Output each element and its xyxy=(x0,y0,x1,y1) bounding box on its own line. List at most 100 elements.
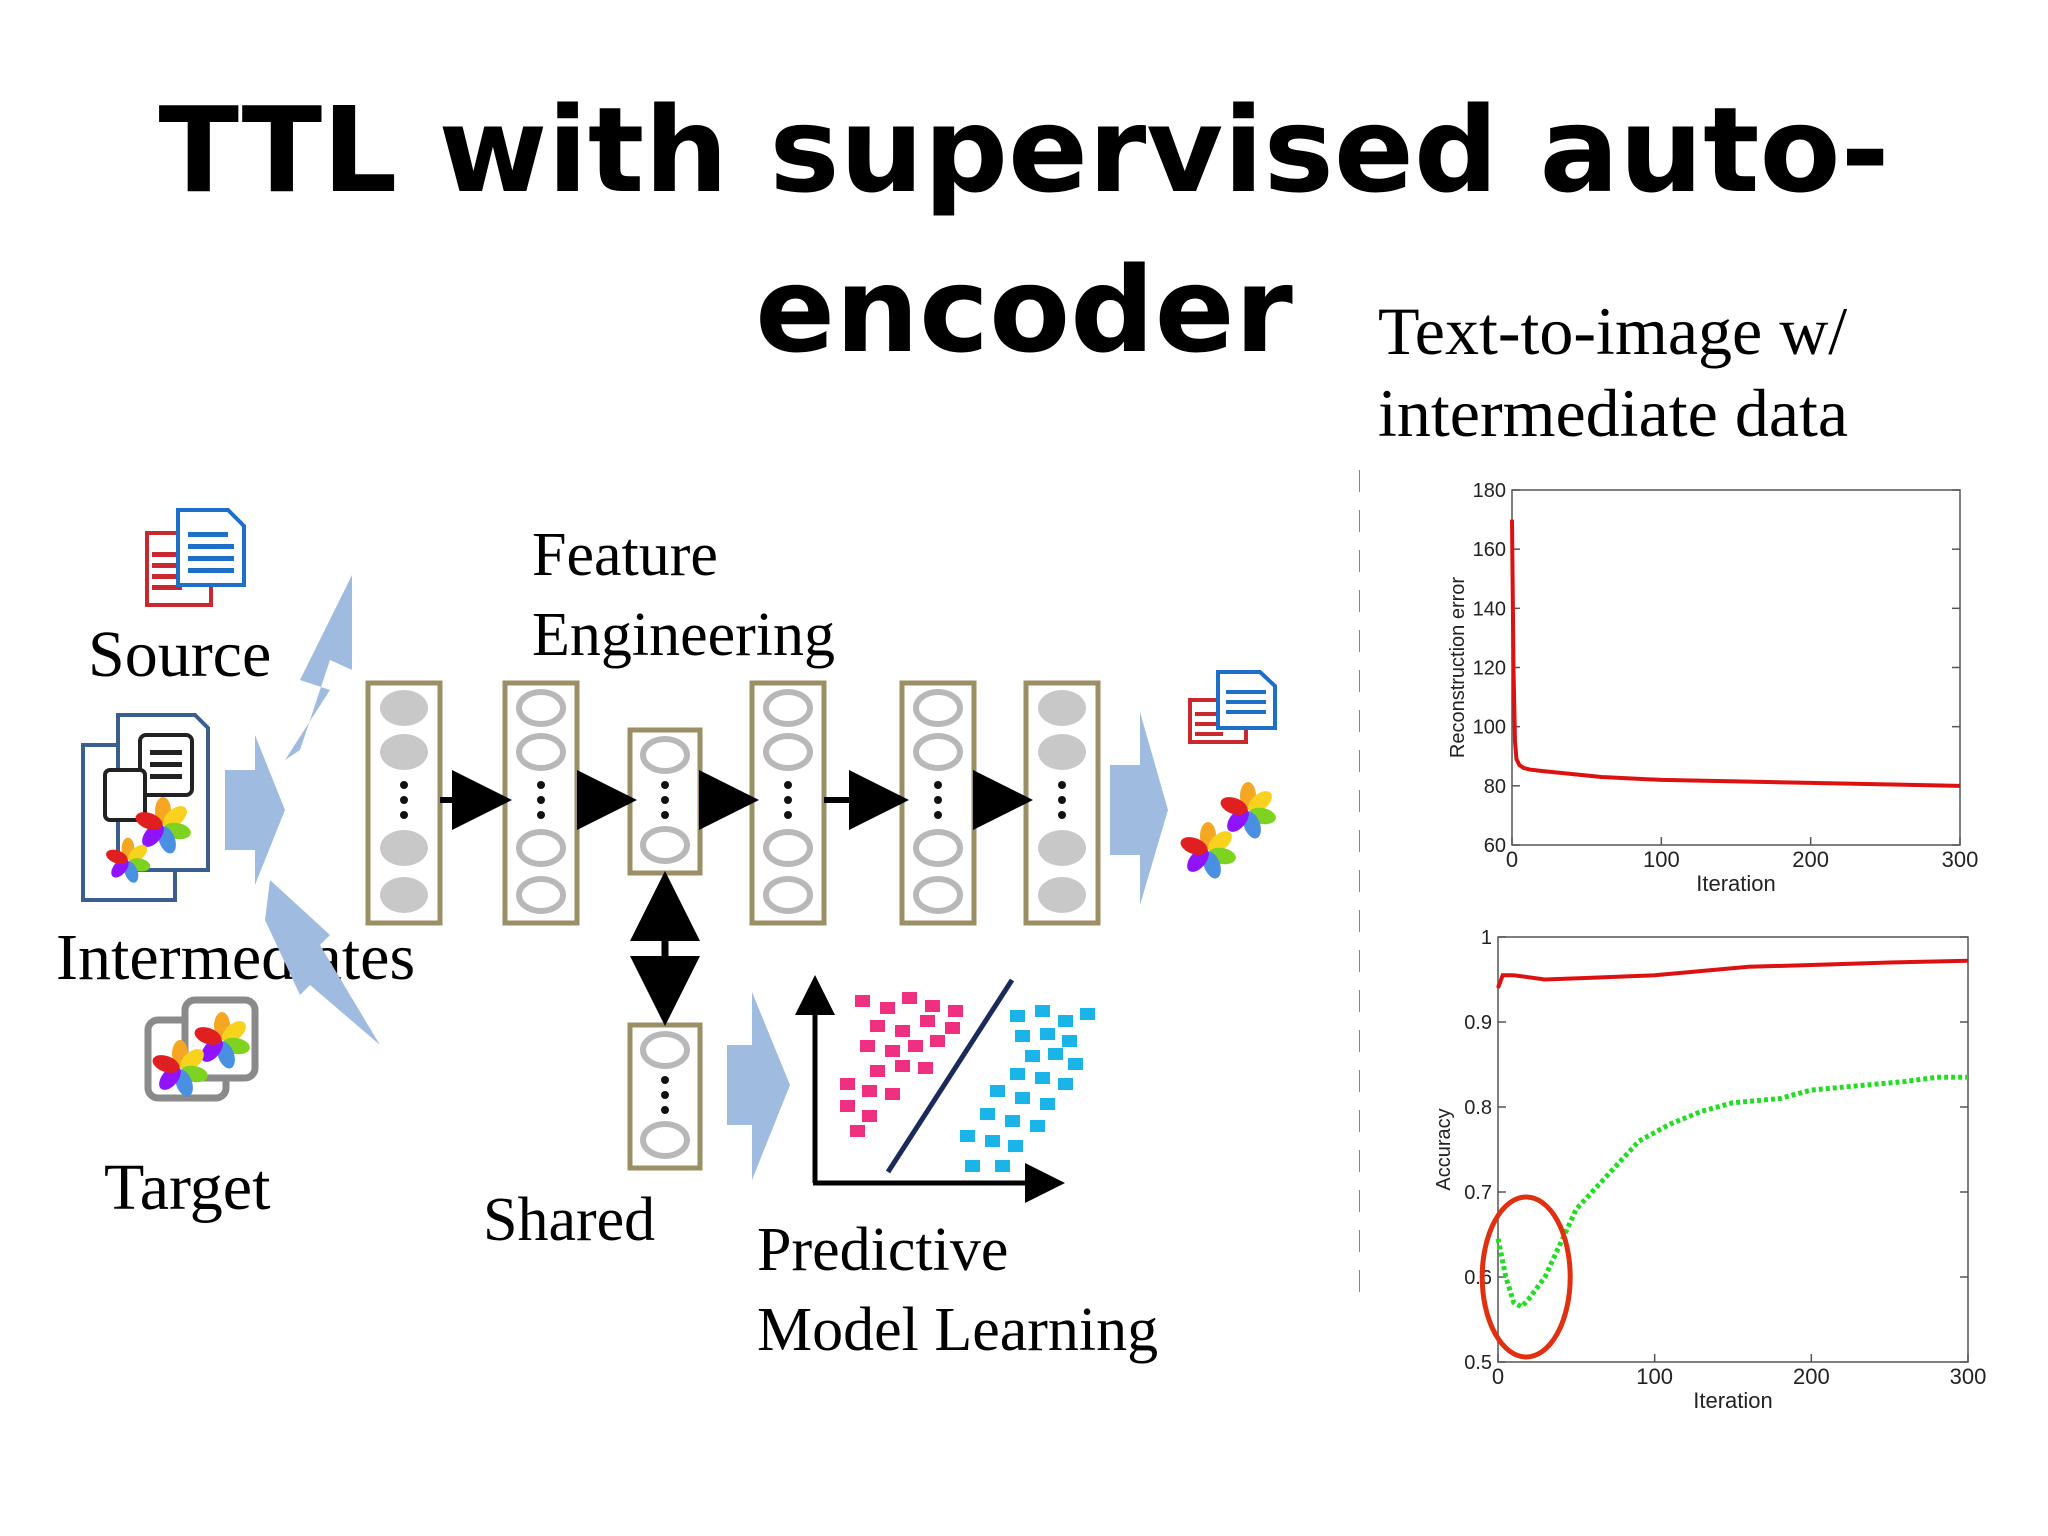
layer-encoder-1 xyxy=(502,680,580,926)
y-tick-label: 140 xyxy=(1473,598,1506,620)
x-tick-label: 300 xyxy=(1950,1364,1987,1389)
class-b-point xyxy=(1035,1005,1050,1017)
class-a-point xyxy=(945,1022,960,1034)
y-tick-label: 0.9 xyxy=(1464,1012,1492,1034)
y-tick-label: 160 xyxy=(1473,539,1506,561)
source-label: Source xyxy=(88,618,272,691)
y-tick-label: 120 xyxy=(1473,658,1506,680)
class-b-point xyxy=(1068,1058,1083,1070)
class-a-point xyxy=(908,1040,923,1052)
x-tick-label: 300 xyxy=(1942,847,1979,872)
feature-label-2: Engineering xyxy=(532,601,836,669)
source-input-arrow xyxy=(285,575,352,760)
class-b-point xyxy=(1010,1010,1025,1022)
x-axis-label: Iteration xyxy=(1693,1388,1773,1413)
source-document-icon xyxy=(145,508,246,607)
plot-frame xyxy=(1511,489,1961,846)
class-b-point xyxy=(1040,1098,1055,1110)
title-line-1: TTL with supervised auto- xyxy=(158,81,1890,219)
layer-decoder-2 xyxy=(899,680,977,926)
class-b-point xyxy=(995,1160,1010,1172)
layer-shared xyxy=(627,1022,703,1171)
class-a-point xyxy=(850,1125,865,1137)
class-b-point xyxy=(990,1085,1005,1097)
predictive-label-1: Predictive xyxy=(757,1216,1009,1284)
decision-boundary xyxy=(885,978,1015,1174)
class-a-point xyxy=(870,1020,885,1032)
highlight-circle xyxy=(1479,1194,1573,1360)
y-tick-label: 0.5 xyxy=(1464,1352,1492,1374)
photo-flower-icon xyxy=(135,797,191,854)
layer-decoder-1 xyxy=(749,680,827,926)
class-a-point xyxy=(880,1002,895,1014)
class-b-point xyxy=(1048,1048,1063,1060)
y-tick-label: 80 xyxy=(1484,776,1506,798)
class-a-point xyxy=(860,1040,875,1052)
layer-input xyxy=(365,680,443,926)
x-tick-label: 0 xyxy=(1506,847,1518,872)
class-b-point xyxy=(1015,1092,1030,1104)
x-tick-label: 0 xyxy=(1492,1364,1504,1389)
intermediates-icon xyxy=(81,713,210,902)
series-line xyxy=(1510,519,1961,788)
plot-frame xyxy=(1497,936,1969,1363)
predictive-label-2: Model Learning xyxy=(757,1296,1159,1364)
output-arrow xyxy=(1110,712,1168,905)
x-tick-label: 200 xyxy=(1793,1364,1830,1389)
class-b-point xyxy=(1008,1140,1023,1152)
class-b-point xyxy=(1010,1068,1025,1080)
class-b-point xyxy=(980,1108,995,1120)
right-heading-line-2: intermediate data xyxy=(1378,375,1849,451)
class-b-points xyxy=(960,1005,1095,1172)
y-tick-label: 1 xyxy=(1481,927,1492,949)
output-document-icon xyxy=(1188,670,1277,744)
x-axis-label: Iteration xyxy=(1696,871,1776,896)
y-tick-label: 60 xyxy=(1484,835,1506,857)
x-tick-label: 200 xyxy=(1792,847,1829,872)
photo-flower-icon-small xyxy=(106,837,151,883)
layer-output xyxy=(1023,680,1101,926)
class-a-point xyxy=(862,1085,877,1097)
y-tick-label: 0.6 xyxy=(1464,1267,1492,1289)
class-b-point xyxy=(1058,1015,1073,1027)
output-photo-icon xyxy=(1180,782,1276,879)
class-b-point xyxy=(985,1135,1000,1147)
class-b-point xyxy=(1025,1050,1040,1062)
class-b-point xyxy=(1005,1115,1020,1127)
class-a-point xyxy=(855,995,870,1007)
x-tick-label: 100 xyxy=(1643,847,1680,872)
class-a-point xyxy=(920,1015,935,1027)
class-b-point xyxy=(965,1160,980,1172)
predictive-input-arrow xyxy=(727,992,790,1180)
class-b-point xyxy=(1030,1120,1045,1132)
series-line xyxy=(1495,1074,1968,1310)
class-b-point xyxy=(1035,1072,1050,1084)
class-a-point xyxy=(870,1065,885,1077)
autoencoder-diagram xyxy=(81,470,1360,1310)
class-b-point xyxy=(960,1130,975,1142)
right-panel-heading: Text-to-image w/ intermediate data xyxy=(1378,290,1848,454)
class-b-point xyxy=(1058,1078,1073,1090)
y-tick-label: 0.7 xyxy=(1464,1182,1492,1204)
target-photos-icon xyxy=(144,996,259,1102)
class-a-point xyxy=(885,1088,900,1100)
class-b-point xyxy=(1080,1008,1095,1020)
class-a-point xyxy=(930,1035,945,1047)
y-axis-label: Accuracy xyxy=(1433,1108,1455,1190)
layer-bottleneck xyxy=(627,727,703,876)
series-line xyxy=(1496,958,1969,989)
class-a-point xyxy=(902,992,917,1004)
class-a-point xyxy=(895,1025,910,1037)
x-tick-label: 100 xyxy=(1636,1364,1673,1389)
class-a-point xyxy=(885,1045,900,1057)
class-a-points xyxy=(840,992,963,1137)
y-axis-label: Reconstruction error xyxy=(1447,577,1469,759)
shared-label: Shared xyxy=(483,1186,656,1254)
class-a-point xyxy=(918,1062,933,1074)
title-line-2: encoder xyxy=(755,241,1293,379)
class-b-point xyxy=(1015,1030,1030,1042)
class-b-point xyxy=(1062,1035,1077,1047)
